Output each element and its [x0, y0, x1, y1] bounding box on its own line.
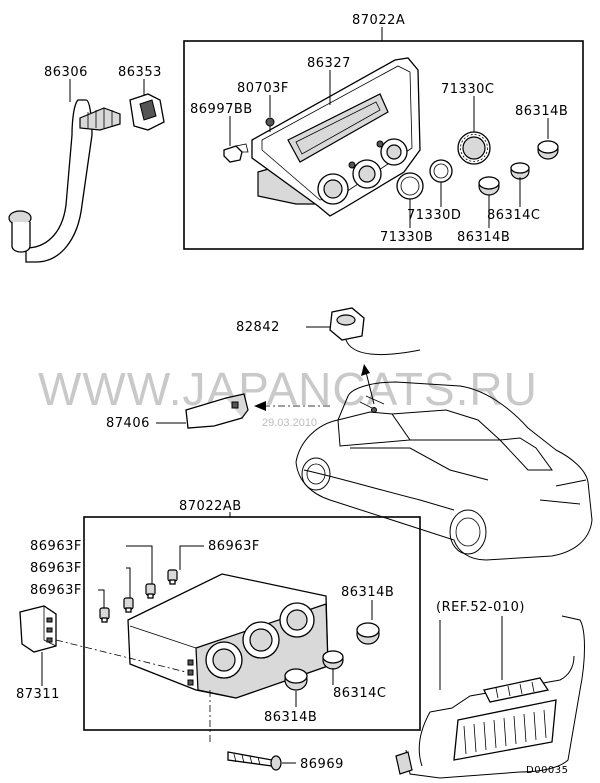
upper-assembly-frame — [183, 40, 584, 250]
screw-lower-drawing — [227, 751, 282, 771]
reference-label: (REF.52-010) — [436, 600, 525, 615]
upper-assembly-label: 87022A — [352, 13, 405, 28]
lower-assembly-label: 87022AB — [179, 499, 242, 514]
car-outline-drawing — [295, 381, 593, 561]
date-stamp: 29.03.2010 — [262, 417, 317, 429]
label-bulb-4: 86963F — [30, 583, 82, 598]
label-knob-right-b: 86314B — [515, 104, 568, 119]
knob-lower-b1-drawing — [356, 622, 380, 645]
diagram-code: D00035 — [526, 765, 569, 776]
label-ring-d: 71330D — [407, 208, 461, 223]
sensor-drawing — [329, 307, 421, 356]
label-panel: 86327 — [307, 56, 351, 71]
knob-c-upper-drawing — [510, 162, 530, 180]
leader-bulb-2 — [179, 545, 204, 570]
knob-right-b-drawing — [537, 140, 559, 160]
connector-drawing — [19, 605, 57, 653]
hose-clip-drawing — [129, 93, 165, 131]
bulb-4-drawing — [99, 607, 110, 623]
label-knob-lower-b2: 86314B — [264, 710, 317, 725]
hose-drawing — [8, 99, 121, 263]
bulb-3-drawing — [123, 597, 134, 613]
label-bulb-1: 86963F — [30, 539, 82, 554]
leader-bulb-1 — [126, 545, 153, 584]
label-connector: 87311 — [16, 687, 60, 702]
label-sensor: 82842 — [236, 320, 280, 335]
bulb-1-drawing — [167, 569, 178, 585]
label-ring-large: 71330C — [441, 82, 494, 97]
bulb-2-drawing — [145, 583, 156, 599]
ring-b-drawing — [396, 172, 424, 200]
label-panel-screw: 80703F — [237, 81, 289, 96]
label-knob-lower-b1: 86314B — [341, 585, 394, 600]
panel-screw-drawing — [265, 117, 275, 132]
ring-d-drawing — [429, 159, 453, 183]
label-relay: 87406 — [106, 416, 150, 431]
label-ring-b: 71330B — [380, 230, 433, 245]
lower-assembly-frame — [83, 516, 421, 731]
panel-clip-drawing — [223, 143, 249, 163]
connector-dashed-link — [55, 639, 187, 673]
label-knob-c-upper: 86314C — [487, 208, 540, 223]
leader-bulb-4 — [98, 589, 105, 608]
label-knob-lower-c: 86314C — [333, 686, 386, 701]
label-bulb-2: 86963F — [208, 539, 260, 554]
label-hose-clip: 86353 — [118, 65, 162, 80]
control-panel-drawing — [251, 57, 421, 217]
label-hose: 86306 — [44, 65, 88, 80]
knob-b-upper-drawing — [478, 176, 500, 196]
label-panel-clip: 86997BB — [190, 102, 253, 117]
relay-drawing — [185, 393, 249, 429]
knob-lower-c-drawing — [322, 650, 344, 670]
watermark: WWW.JAPANCATS.RU — [38, 363, 538, 415]
label-screw-lower: 86969 — [300, 757, 344, 772]
label-bulb-3: 86963F — [30, 561, 82, 576]
knob-lower-b2-drawing — [284, 668, 308, 691]
dash-vent-drawing — [395, 615, 585, 779]
leader-bulb-3 — [126, 567, 131, 598]
label-knob-b-upper: 86314B — [457, 230, 510, 245]
arrow-head-sensor — [361, 364, 370, 376]
arrow-head-relay — [254, 401, 266, 411]
ring-large-drawing — [457, 131, 491, 165]
